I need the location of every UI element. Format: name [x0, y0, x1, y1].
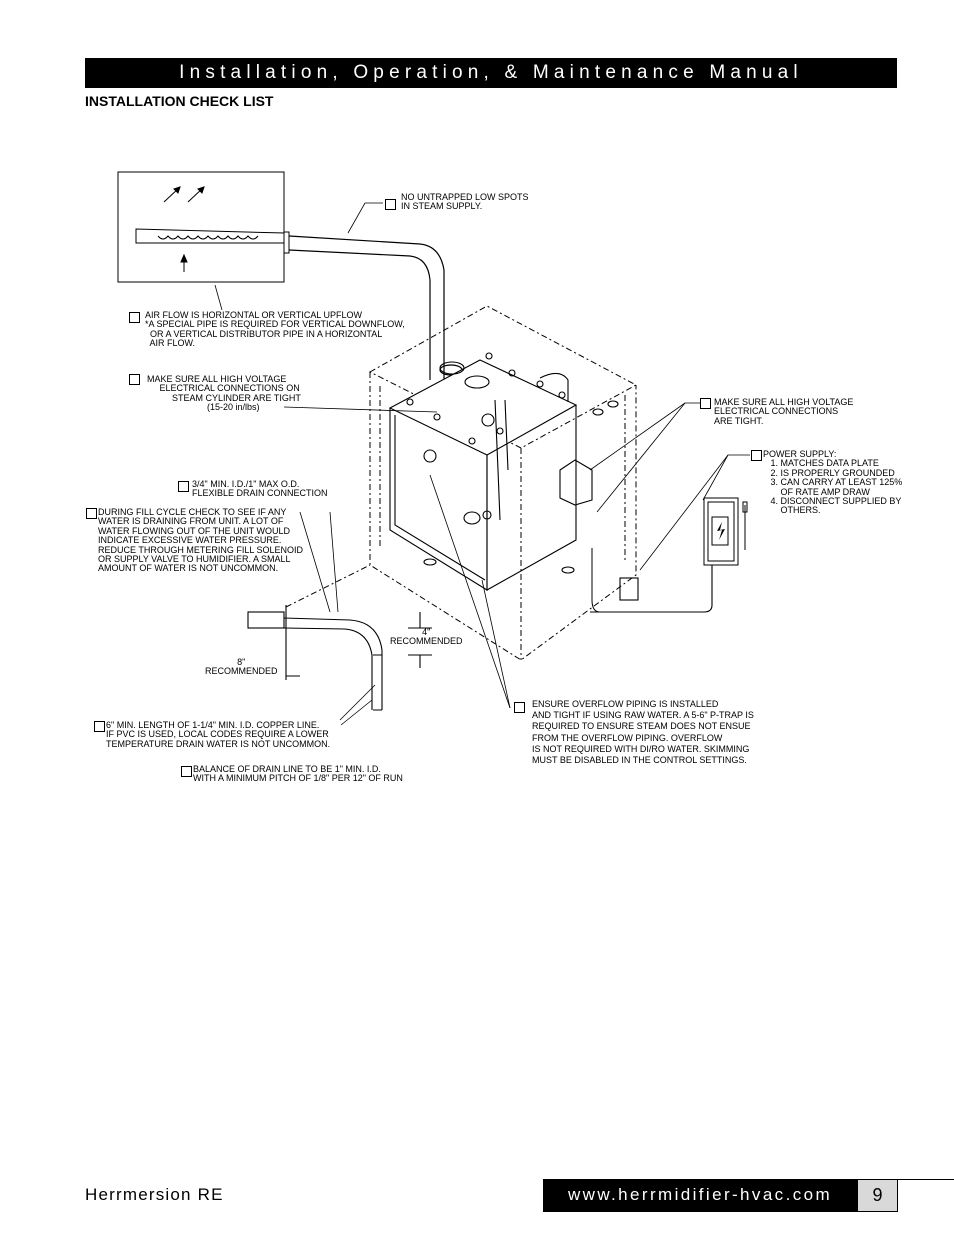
footer-rule: [897, 1179, 954, 1180]
checkbox-steam-supply[interactable]: [385, 199, 396, 210]
checkbox-power-supply[interactable]: [751, 450, 762, 461]
humidifier-cabinet: [285, 305, 638, 661]
steam-cylinder: [388, 352, 639, 601]
manual-title-bar: Installation, Operation, & Maintenance M…: [85, 58, 897, 88]
page-number: 9: [857, 1179, 898, 1212]
note-air-flow: AIR FLOW IS HORIZONTAL OR VERTICAL UPFLO…: [145, 310, 405, 349]
checkbox-drain-pitch[interactable]: [181, 766, 192, 777]
note-copper-line: 6" MIN. LENGTH OF 1-1/4" MIN. I.D. COPPE…: [106, 720, 331, 749]
note-drain-pitch: BALANCE OF DRAIN LINE TO BE 1" MIN. I.D.…: [193, 764, 403, 784]
note-fill-cycle: DURING FILL CYCLE CHECK TO SEE IF ANY WA…: [98, 507, 304, 574]
duct-inset: [117, 171, 290, 283]
checkbox-hv-connections[interactable]: [700, 398, 711, 409]
note-hv-connections: MAKE SURE ALL HIGH VOLTAGE ELECTRICAL CO…: [714, 397, 854, 426]
leader-lines: [214, 202, 750, 726]
checkbox-copper-line[interactable]: [94, 721, 105, 732]
disconnect-switch: [590, 497, 748, 613]
checkbox-fill-cycle[interactable]: [86, 508, 97, 519]
website-link[interactable]: www.herrmidifier-hvac.com: [543, 1179, 857, 1212]
note-steam-supply: NO UNTRAPPED LOW SPOTS IN STEAM SUPPLY.: [401, 192, 529, 212]
checkbox-hv-cylinder[interactable]: [129, 374, 140, 385]
dimension-8-inch: 8" RECOMMENDED: [205, 657, 278, 677]
drain-piping: [247, 605, 432, 711]
checkbox-drain-connection[interactable]: [178, 481, 189, 492]
checkbox-overflow[interactable]: [514, 702, 525, 713]
note-power-supply: POWER SUPPLY: 1. MATCHES DATA PLATE 2. I…: [763, 449, 903, 516]
note-hv-cylinder: MAKE SURE ALL HIGH VOLTAGE ELECTRICAL CO…: [147, 374, 301, 413]
checkbox-air-flow[interactable]: [129, 312, 140, 323]
dimension-4-inch: 4" RECOMMENDED: [390, 627, 463, 647]
product-name: Herrmersion RE: [85, 1185, 224, 1204]
note-overflow: ENSURE OVERFLOW PIPING IS INSTALLED AND …: [532, 699, 754, 766]
section-title: INSTALLATION CHECK LIST: [85, 93, 274, 109]
note-drain-connection: 3/4" MIN. I.D./1" MAX O.D. FLEXIBLE DRAI…: [192, 479, 328, 499]
